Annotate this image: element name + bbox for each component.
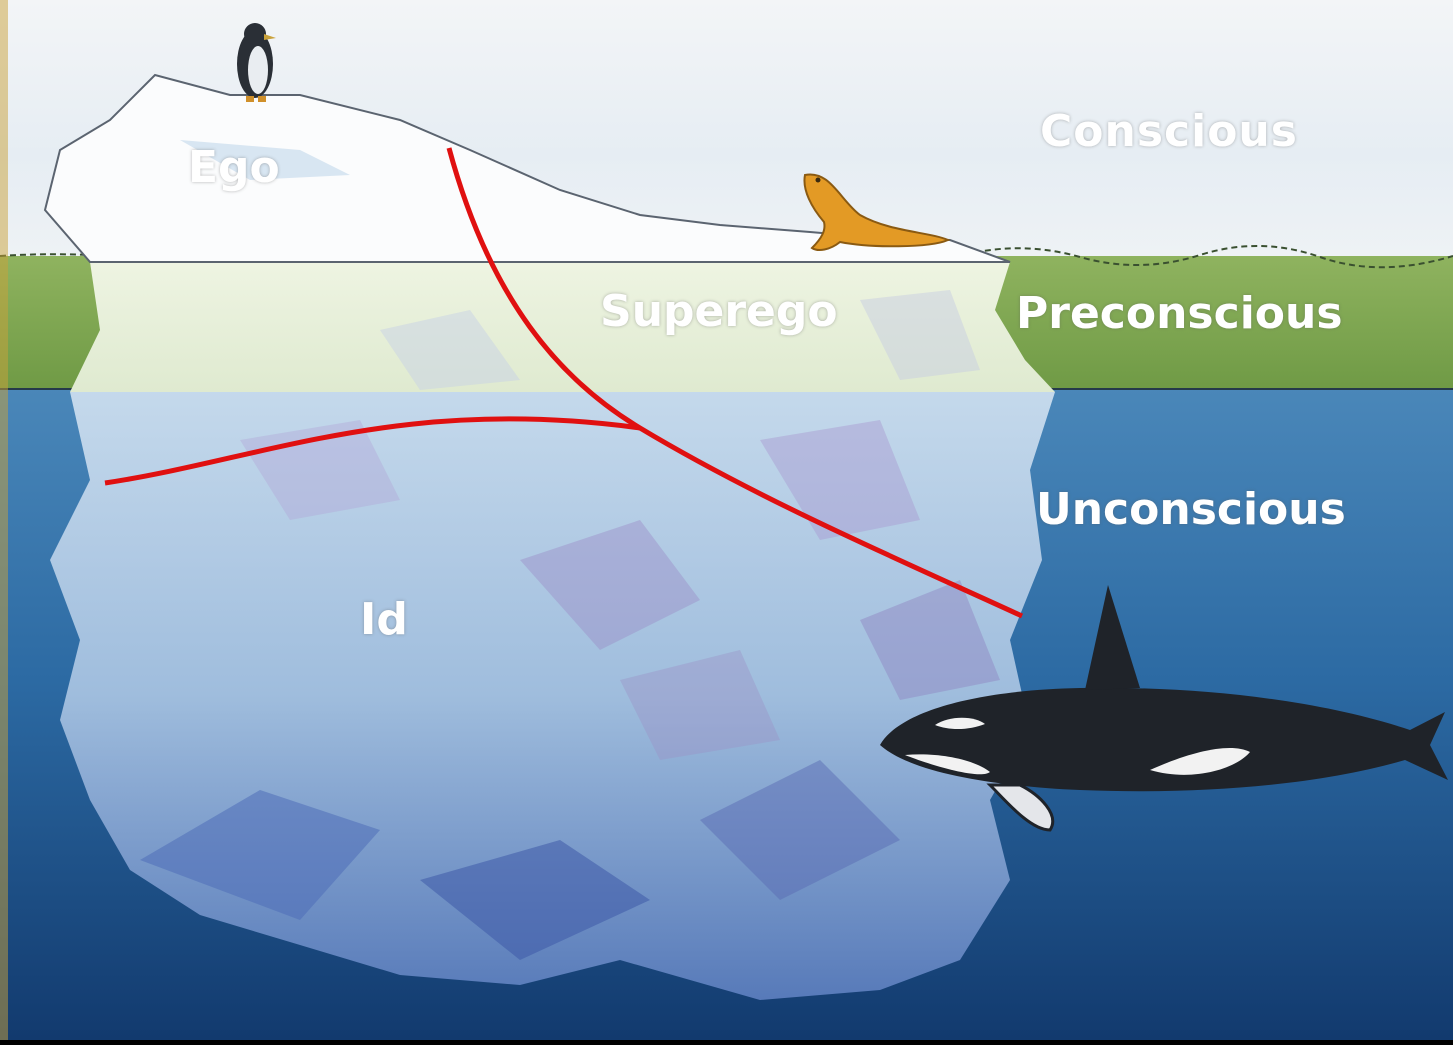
- preconscious-label: Preconscious: [1016, 292, 1343, 336]
- conscious-label: Conscious: [1040, 110, 1298, 154]
- unconscious-label: Unconscious: [1036, 488, 1346, 532]
- ego-label: Ego: [188, 146, 280, 190]
- frame-edge: [0, 0, 8, 1040]
- superego-label: Superego: [600, 290, 838, 334]
- id-label: Id: [360, 598, 408, 642]
